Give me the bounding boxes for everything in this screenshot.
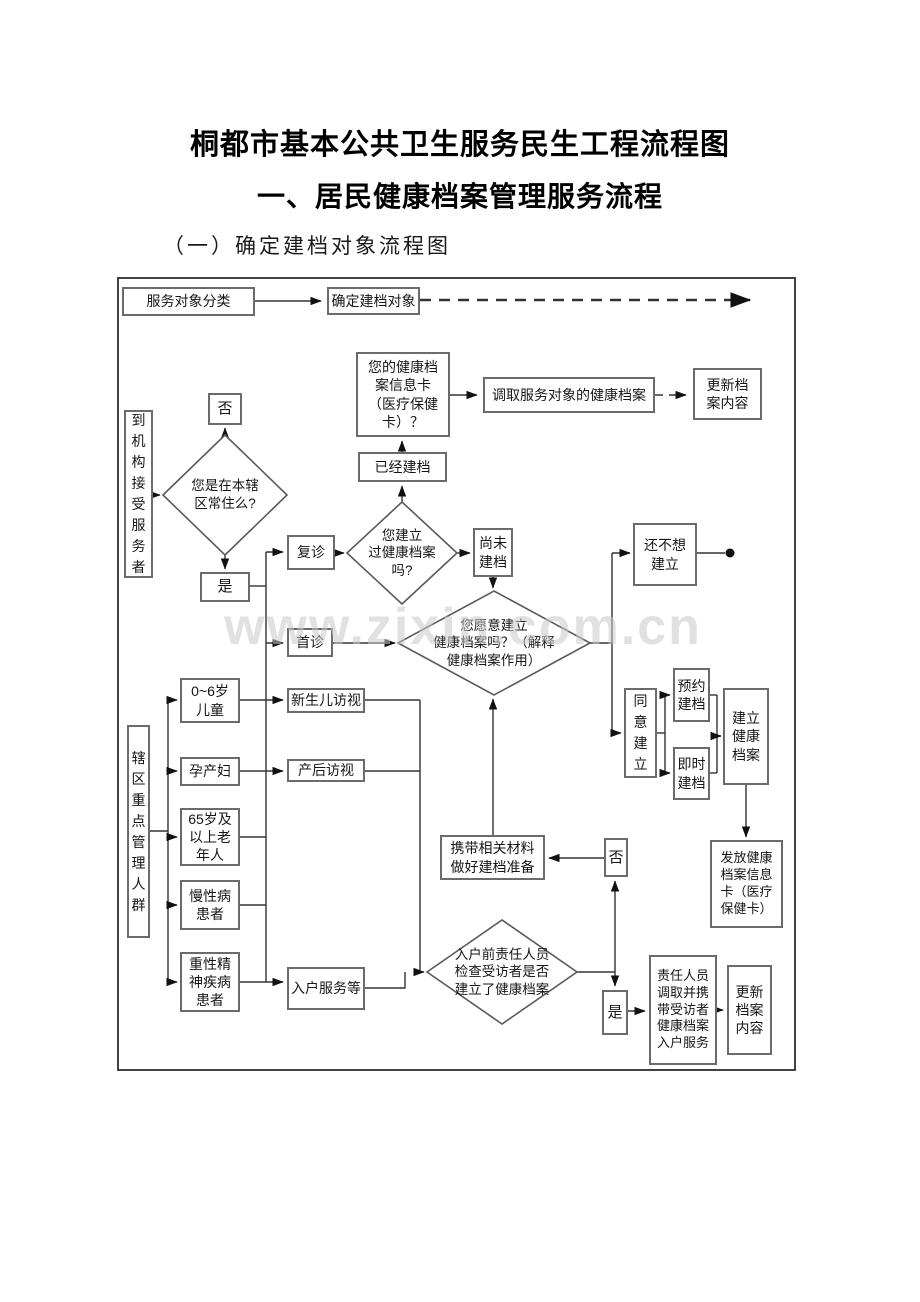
flowchart-frame <box>117 277 796 1071</box>
decision-diamonds <box>161 433 592 1025</box>
node-retrieve-records: 调取服务对象的健康档案 <box>483 377 655 413</box>
node-immediate-filing: 即时 建档 <box>673 747 710 800</box>
connector-lines <box>149 292 752 1016</box>
node-no-bottom: 否 <box>604 838 628 877</box>
node-update-content-bottom: 更新 档案 内容 <box>727 965 772 1055</box>
diamond-resident-question <box>161 433 289 557</box>
node-issue-card: 发放健康 档案信息 卡（医疗 保健卡） <box>710 840 783 928</box>
node-establish-record: 建立 健康 档案 <box>723 688 769 785</box>
node-postpartum-visit: 产后访视 <box>287 759 365 782</box>
section-heading: （一）确定建档对象流程图 <box>163 235 451 258</box>
node-agree-establish: 同 意 建 立 <box>624 688 657 778</box>
node-home-service: 入户服务等 <box>287 967 365 1010</box>
node-update-content-top: 更新档 案内容 <box>693 368 762 420</box>
node-responsible-staff: 责任人员 调取并携 带受访者 健康档案 入户服务 <box>649 955 717 1065</box>
node-determine-target: 确定建档对象 <box>327 287 420 315</box>
node-reach-organization: 到 机 构 接 受 服 务 者 <box>124 410 153 578</box>
node-already-filed: 已经建档 <box>358 452 447 482</box>
node-service-classify: 服务对象分类 <box>122 287 255 316</box>
node-not-filed: 尚未 建档 <box>473 528 513 577</box>
diamond-willing-question <box>396 590 592 696</box>
diamond-check-question <box>425 919 579 1025</box>
diamond-has-record-question <box>345 500 459 606</box>
node-newborn-visit: 新生儿访视 <box>287 688 365 713</box>
node-mental-patients: 重性精 神疾病 患者 <box>180 952 240 1012</box>
terminal-dot <box>725 548 735 558</box>
page-title: 桐都市基本公共卫生服务民生工程流程图 <box>189 129 730 161</box>
node-return-visit: 复诊 <box>287 535 335 570</box>
node-yes-bottom: 是 <box>602 990 628 1035</box>
node-elderly-65: 65岁及 以上老 年人 <box>180 808 240 866</box>
node-key-population: 辖 区 重 点 管 理 人 群 <box>127 725 150 938</box>
node-info-card-question: 您的健康档 案信息卡 （医疗保健 卡）？ <box>356 352 450 437</box>
page-subtitle: 一、居民健康档案管理服务流程 <box>256 181 663 212</box>
node-yes-top: 是 <box>200 572 250 602</box>
node-prepare-materials: 携带相关材料 做好建档准备 <box>440 835 545 880</box>
label-has-record-question: 您建立 过健康档案 吗? <box>368 527 436 578</box>
node-not-want: 还不想 建立 <box>633 523 697 586</box>
node-pregnant-women: 孕产妇 <box>180 757 240 786</box>
label-willing-question: 您愿意建立 健康档案吗？（解释 健康档案作用） <box>433 617 555 668</box>
node-appointment-filing: 预约 建档 <box>673 668 710 722</box>
node-no-top: 否 <box>208 393 242 425</box>
node-first-visit: 首诊 <box>287 628 333 657</box>
label-check-question: 入户前责任人员 检查受访者是否 建立了健康档案 <box>454 946 550 997</box>
node-chronic-patients: 慢性病 患者 <box>180 880 240 930</box>
node-children-0-6: 0~6岁 儿童 <box>180 678 240 723</box>
label-resident-question: 您是在本辖 区常住么? <box>191 478 259 511</box>
